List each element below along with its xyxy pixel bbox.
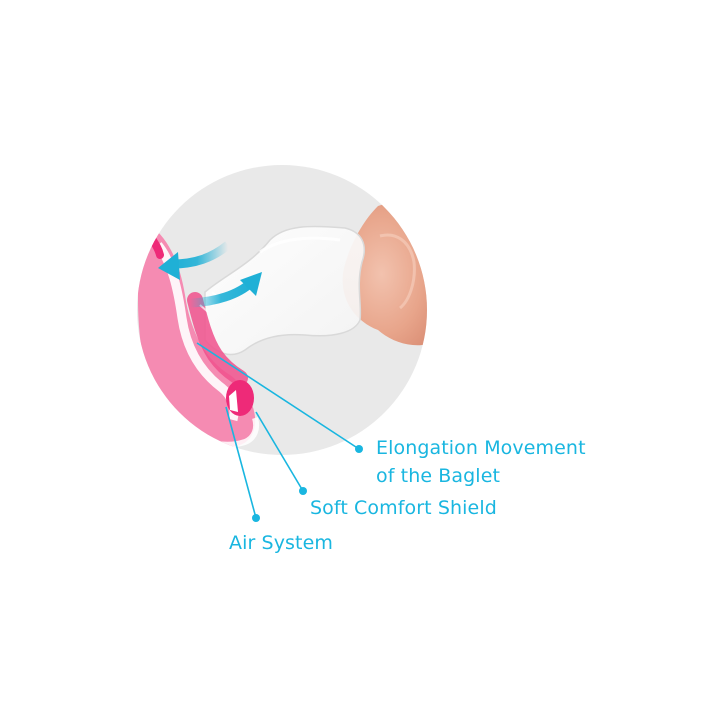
air-vent (229, 390, 238, 412)
callout-dot-shield (299, 487, 307, 495)
callout-line-shield (255, 411, 304, 492)
callout-dot-air (252, 514, 260, 522)
double-arrow-icon (158, 241, 262, 308)
callout-label-elongation: Elongation Movement of the Baglet (376, 434, 586, 490)
pacifier-nipple (204, 225, 366, 356)
callout-label-line: Elongation Movement (376, 437, 586, 459)
callout-label-air: Air System (229, 529, 333, 557)
callout-label-shield: Soft Comfort Shield (310, 494, 497, 522)
callout-label-line: Air System (229, 532, 333, 554)
callout-line-elongation (196, 342, 360, 450)
callout-lines (196, 342, 363, 522)
callout-line-air (225, 406, 257, 519)
callout-dot-elongation (355, 445, 363, 453)
callout-label-line: Soft Comfort Shield (310, 497, 497, 519)
callout-label-line: of the Baglet (376, 465, 501, 487)
